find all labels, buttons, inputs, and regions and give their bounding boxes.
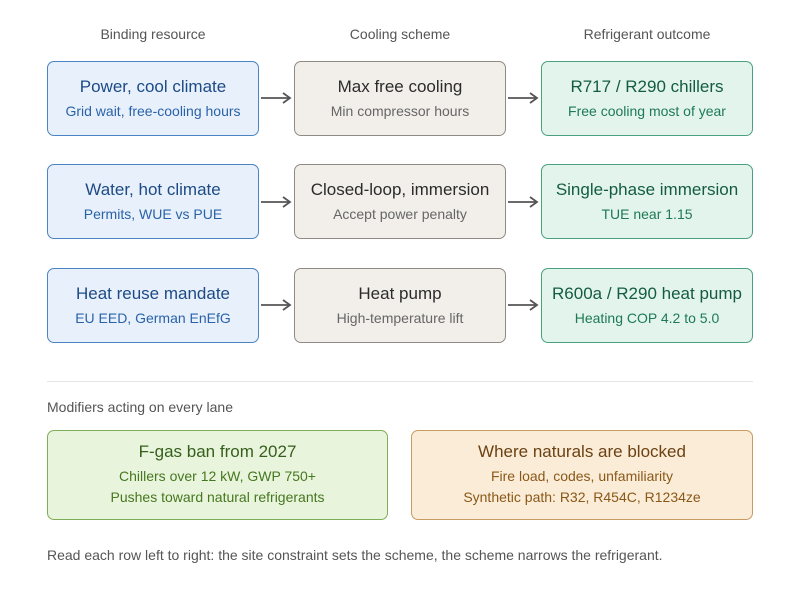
node-subtitle: Accept power penalty	[333, 206, 467, 222]
node-subtitle: Permits, WUE vs PUE	[83, 206, 223, 222]
outcome-node-heat-pump: R600a / R290 heat pump Heating COP 4.2 t…	[541, 268, 753, 343]
node-title: Heat reuse mandate	[75, 284, 231, 303]
node-subtitle: Heating COP 4.2 to 5.0	[574, 310, 720, 326]
arrow-right-icon	[261, 92, 292, 104]
node-title: Max free cooling	[337, 77, 463, 96]
node-subtitle: EU EED, German EnEfG	[75, 310, 231, 326]
arrow-right-icon	[508, 196, 539, 208]
node-subtitle: Grid wait, free-cooling hours	[65, 103, 241, 119]
scheme-node-closed-loop: Closed-loop, immersion Accept power pena…	[294, 164, 506, 239]
arrow-right-icon	[508, 92, 539, 104]
scheme-node-heat-pump: Heat pump High-temperature lift	[294, 268, 506, 343]
node-title: Water, hot climate	[85, 180, 221, 199]
modifier-naturals-blocked: Where naturals are blocked Fire load, co…	[411, 430, 753, 520]
node-subtitle: High-temperature lift	[336, 310, 464, 326]
node-subtitle: TUE near 1.15	[601, 206, 693, 222]
column-header-cooling-scheme: Cooling scheme	[349, 26, 451, 42]
arrow-right-icon	[261, 299, 292, 311]
section-divider	[47, 381, 753, 382]
column-header-refrigerant-outcome: Refrigerant outcome	[583, 26, 711, 42]
node-title: Heat pump	[358, 284, 442, 303]
modifier-line: Chillers over 12 kW, GWP 750+	[119, 468, 316, 484]
scheme-node-free-cooling: Max free cooling Min compressor hours	[294, 61, 506, 136]
node-title: R717 / R290 chillers	[570, 77, 724, 96]
modifier-title: F-gas ban from 2027	[138, 442, 297, 461]
node-title: R600a / R290 heat pump	[552, 284, 742, 303]
outcome-node-immersion: Single-phase immersion TUE near 1.15	[541, 164, 753, 239]
binding-node-heat-reuse: Heat reuse mandate EU EED, German EnEfG	[47, 268, 259, 343]
node-title: Closed-loop, immersion	[310, 180, 490, 199]
modifier-line: Synthetic path: R32, R454C, R1234ze	[463, 489, 701, 505]
binding-node-water: Water, hot climate Permits, WUE vs PUE	[47, 164, 259, 239]
outcome-node-chillers: R717 / R290 chillers Free cooling most o…	[541, 61, 753, 136]
column-header-binding-resource: Binding resource	[100, 26, 206, 42]
modifier-fgas-ban: F-gas ban from 2027 Chillers over 12 kW,…	[47, 430, 388, 520]
footer-note: Read each row left to right: the site co…	[47, 547, 663, 563]
node-subtitle: Min compressor hours	[330, 103, 470, 119]
modifier-title: Where naturals are blocked	[478, 442, 686, 461]
arrow-right-icon	[508, 299, 539, 311]
node-subtitle: Free cooling most of year	[568, 103, 726, 119]
modifiers-label: Modifiers acting on every lane	[47, 399, 233, 415]
node-title: Single-phase immersion	[555, 180, 739, 199]
binding-node-power: Power, cool climate Grid wait, free-cool…	[47, 61, 259, 136]
arrow-right-icon	[261, 196, 292, 208]
modifier-line: Fire load, codes, unfamiliarity	[490, 468, 674, 484]
modifier-line: Pushes toward natural refrigerants	[110, 489, 325, 505]
node-title: Power, cool climate	[79, 77, 227, 96]
